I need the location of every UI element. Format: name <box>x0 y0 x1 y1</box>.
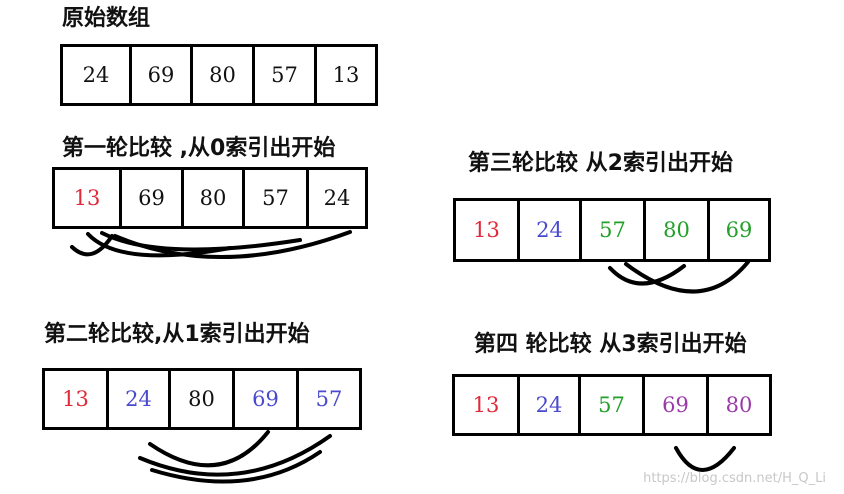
watermark: https://blog.csdn.net/H_Q_Li <box>643 471 826 486</box>
array-cell: 69 <box>122 170 184 226</box>
round3-title: 第三轮比较 从2索引出开始 <box>468 151 733 176</box>
array-cell: 69 <box>645 377 709 433</box>
round1-array: 13 69 80 57 24 <box>52 167 368 229</box>
array-cell: 69 <box>725 218 753 242</box>
array-cell: 13 <box>332 63 360 87</box>
array-cell: 57 <box>582 201 646 259</box>
round4-array: 13 24 57 69 80 <box>452 374 772 436</box>
round2-array: 13 24 80 69 57 <box>42 368 362 430</box>
array-cell: 24 <box>63 47 132 103</box>
array-cell: 57 <box>255 47 317 103</box>
array-cell: 57 <box>315 387 343 411</box>
array-cell: 24 <box>520 201 582 259</box>
array-cell: 69 <box>235 371 299 427</box>
array-cell: 13 <box>45 371 109 427</box>
array-cell: 13 <box>455 377 520 433</box>
array-cell: 13 <box>456 201 520 259</box>
round3-array: 13 24 57 80 69 <box>453 198 771 262</box>
array-cell: 80 <box>193 47 255 103</box>
round1-title: 第一轮比较 ,从0索引出开始 <box>62 136 336 161</box>
original-array: 24 69 80 57 13 <box>60 44 378 106</box>
array-cell: 57 <box>245 170 309 226</box>
array-cell: 80 <box>171 371 235 427</box>
array-cell: 69 <box>132 47 193 103</box>
array-cell: 13 <box>55 170 122 226</box>
array-cell: 57 <box>581 377 645 433</box>
array-cell: 80 <box>725 393 753 417</box>
original-array-title: 原始数组 <box>62 6 151 31</box>
array-cell: 80 <box>184 170 245 226</box>
array-cell: 24 <box>520 377 581 433</box>
round4-title: 第四 轮比较 从3索引出开始 <box>474 332 747 357</box>
round2-title: 第二轮比较,从1索引出开始 <box>44 322 310 347</box>
array-cell: 24 <box>323 186 351 210</box>
array-cell: 24 <box>109 371 171 427</box>
array-cell: 80 <box>646 201 710 259</box>
